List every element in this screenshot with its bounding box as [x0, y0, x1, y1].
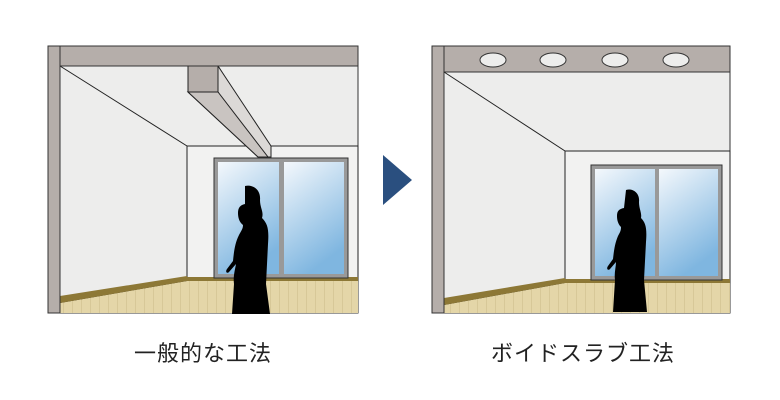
arrow-right-icon — [383, 155, 412, 205]
window — [213, 157, 349, 279]
void-hole — [479, 52, 507, 68]
void-slab-room-illustration — [431, 45, 731, 314]
baseboard — [444, 278, 565, 305]
floor — [444, 283, 730, 313]
void-slab-method-caption: ボイドスラブ工法 — [490, 342, 675, 367]
ceiling-beam — [186, 64, 272, 158]
conventional-method-caption: 一般的な工法 — [133, 342, 272, 367]
column — [431, 45, 445, 314]
void-hole — [662, 52, 690, 68]
ceiling-slab — [47, 45, 359, 67]
floor — [60, 281, 358, 313]
conventional-room-illustration — [47, 45, 359, 314]
baseboard — [60, 276, 187, 303]
void-hole — [539, 52, 567, 68]
column — [47, 45, 61, 314]
person-silhouette — [226, 185, 270, 314]
void-holes — [479, 52, 690, 68]
void-hole — [601, 52, 629, 68]
person-silhouette — [607, 189, 647, 312]
